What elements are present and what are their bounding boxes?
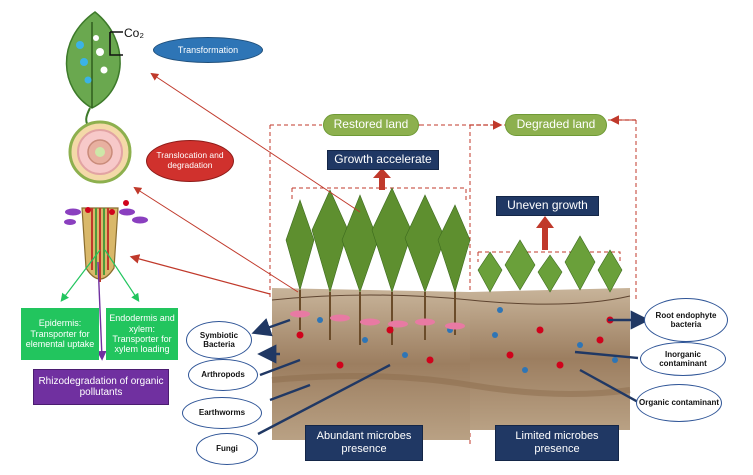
arrow-to-endodermis <box>104 249 140 303</box>
arrow-to-translocation <box>133 186 299 293</box>
soil-degraded <box>470 288 630 430</box>
root-endophyte-oval: Root endophyte bacteria <box>644 298 728 342</box>
tree-group-restored <box>285 187 471 345</box>
limited-microbes-label: Limited microbes presence <box>495 425 619 461</box>
rhizodegradation-box: Rhizodegradation of organic pollutants <box>33 369 169 405</box>
root-cross-section-icon <box>68 120 132 184</box>
contaminant-particles <box>290 307 618 373</box>
arrow-to-epidermis <box>60 249 101 302</box>
epidermis-box: Epidermis: Transporter for elemental upt… <box>21 308 99 360</box>
tree-group-degraded <box>477 235 623 293</box>
uneven-growth-label: Uneven growth <box>496 196 599 216</box>
abundant-microbes-label: Abundant microbes presence <box>305 425 423 461</box>
organic-contaminant-oval: Organic contaminant <box>636 384 722 422</box>
arthropods-oval: Arthropods <box>188 359 258 391</box>
inorganic-contaminant-oval: Inorganic contaminant <box>640 342 726 376</box>
arrow-to-transformation <box>150 72 361 213</box>
arrow-to-root-tip <box>129 254 271 295</box>
leaf-icon <box>65 11 123 129</box>
earthworms-oval: Earthworms <box>182 397 262 429</box>
fungi-oval: Fungi <box>196 433 258 465</box>
co2-label: Co₂ <box>124 26 144 41</box>
endodermis-box: Endodermis and xylem: Transporter for xy… <box>106 308 178 360</box>
transformation-oval: Transformation <box>153 37 263 63</box>
symbiotic-bacteria-oval: Symbiotic Bacteria <box>186 321 252 359</box>
translocation-oval: Translocation and degradation <box>146 140 234 182</box>
degraded-land-label: Degraded land <box>505 114 607 136</box>
root-tip-icon <box>64 200 148 282</box>
growth-arrow-degraded <box>536 216 554 250</box>
growth-accelerate-label: Growth accelerate <box>327 150 439 170</box>
restored-land-label: Restored land <box>323 114 419 136</box>
growth-arrow-restored <box>373 168 391 190</box>
arrow-to-rhizodegradation <box>96 261 107 361</box>
